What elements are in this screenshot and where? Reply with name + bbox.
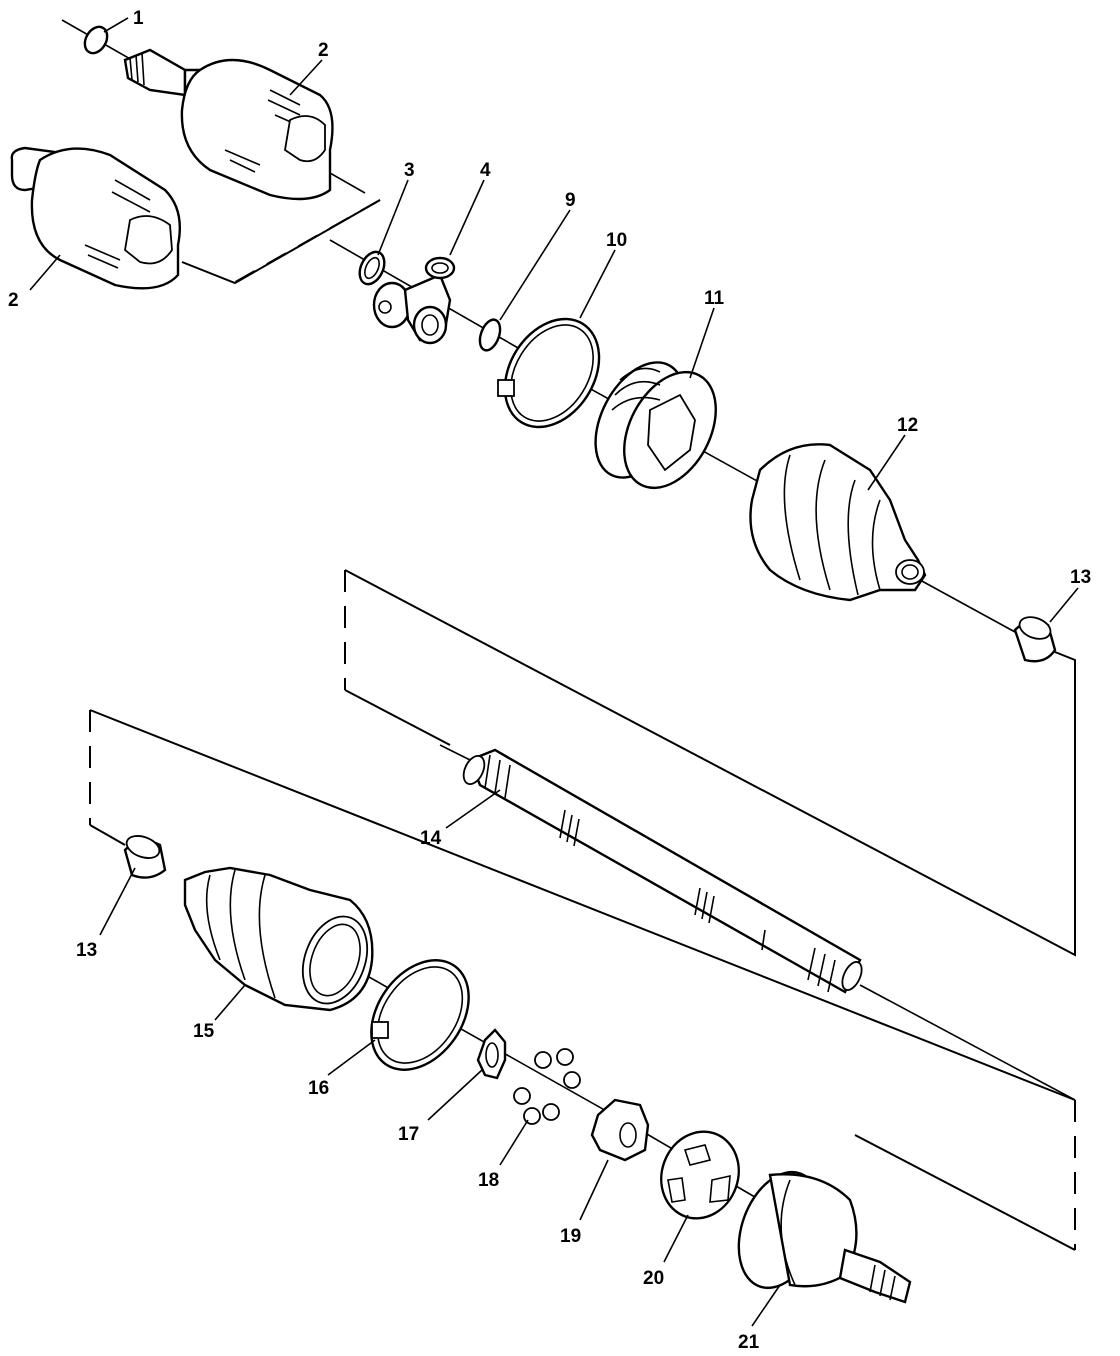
retaining-ring-part-3 [358, 250, 386, 286]
outer-cv-housing-part-21 [737, 1170, 912, 1304]
leader-lines [29, 17, 1079, 1327]
callout-16: 16 [308, 1078, 329, 1099]
callout-2-upper: 2 [318, 40, 329, 61]
callout-17: 17 [398, 1124, 419, 1145]
snap-ring-part-1 [83, 25, 109, 55]
reference-frame-lower [89, 709, 1076, 1251]
callout-4: 4 [480, 160, 491, 181]
bearing-balls-part-18 [513, 1048, 581, 1125]
callout-10: 10 [606, 230, 627, 251]
inner-boot-part-12 [749, 443, 927, 602]
callout-13-lower: 13 [76, 940, 97, 961]
callout-14: 14 [420, 828, 442, 849]
boot-seal-housing-part-11 [594, 361, 717, 490]
callout-2-lower: 2 [8, 290, 19, 311]
bearing-cage-part-20 [660, 1130, 740, 1220]
spacer-ring-part-13-lower [123, 835, 167, 879]
boot-clamp-part-10 [497, 317, 601, 429]
callout-3: 3 [404, 160, 415, 181]
callout-1: 1 [133, 8, 144, 29]
callout-12: 12 [897, 415, 918, 436]
callout-15: 15 [193, 1021, 215, 1042]
callout-18: 18 [478, 1170, 499, 1191]
spider-assembly-part-4 [372, 256, 456, 345]
callout-19: 19 [560, 1226, 581, 1247]
callout-21: 21 [738, 1332, 760, 1353]
callout-labels: 1 2 2 3 4 9 10 11 12 13 14 13 15 16 17 1… [8, 8, 1091, 1353]
callout-20: 20 [643, 1268, 664, 1289]
tripod-housing-part-2-lower [10, 146, 182, 290]
retaining-ring-part-17 [476, 1028, 507, 1080]
tripod-housing-part-2-upper [123, 48, 334, 201]
callout-9: 9 [565, 190, 576, 211]
callout-11: 11 [704, 288, 725, 309]
inner-race-part-19 [590, 1098, 650, 1162]
reference-frame-upper [181, 199, 1076, 957]
snap-ring-part-9 [478, 318, 502, 352]
axle-shaft-part-14 [462, 748, 863, 994]
callout-13-upper: 13 [1070, 567, 1091, 588]
boot-clamp-part-16 [370, 959, 470, 1071]
outer-boot-part-15 [183, 866, 374, 1012]
spacer-ring-part-13-upper [1013, 616, 1057, 663]
